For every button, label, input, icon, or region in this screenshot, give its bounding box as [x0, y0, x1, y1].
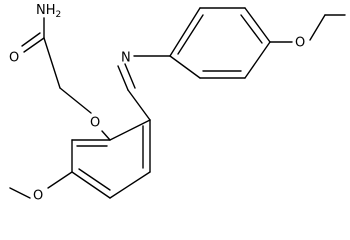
ring2-double-c1-c2 [177, 14, 204, 55]
methoxy-o-label: O [33, 189, 43, 204]
bond-ether-o-ring [101, 130, 111, 141]
amide-o-label: O [9, 51, 19, 66]
chemical-structure-canvas: NH2 O O O N O [9, 2, 346, 204]
bond-ring-methoxy-o [47, 171, 73, 189]
bond-methoxy-o-ch3 [9, 187, 31, 199]
ring2-double-c3-c4 [240, 14, 263, 44]
ring2-bond-c1-c2 [169, 7, 201, 57]
bond-ch-imine-n-double [124, 63, 136, 89]
molecule-diagram: NH2 O O O N O [9, 3, 346, 204]
ethoxy-o-label: O [295, 36, 305, 51]
imine-n-label: N [121, 51, 131, 66]
amide-nh2-label: NH2 [36, 3, 61, 20]
bond-ch-imine-n [117, 65, 129, 91]
ring1-double-c4-c5 [78, 168, 111, 191]
bond-carbonyl-c-o-double [21, 32, 41, 47]
bond-ethoxy-o-ch2 [309, 14, 326, 41]
ring1-bond-c4-c5 [71, 171, 111, 199]
bond-carbonyl-ch2 [43, 37, 61, 89]
ring1-bond-c3-c4 [109, 171, 151, 199]
ring2-bond-c3-c4 [244, 7, 271, 43]
ring2-bond-c4-c5 [244, 41, 271, 79]
bond-ch2-ether-o [59, 87, 92, 114]
bond-carbonyl-c-o [23, 37, 45, 53]
ether-o-label: O [90, 116, 100, 131]
ring2-bond-c6-c1 [169, 55, 201, 79]
bond-ring-ch [127, 89, 151, 121]
ring1-bond-c1-c2 [109, 119, 151, 141]
